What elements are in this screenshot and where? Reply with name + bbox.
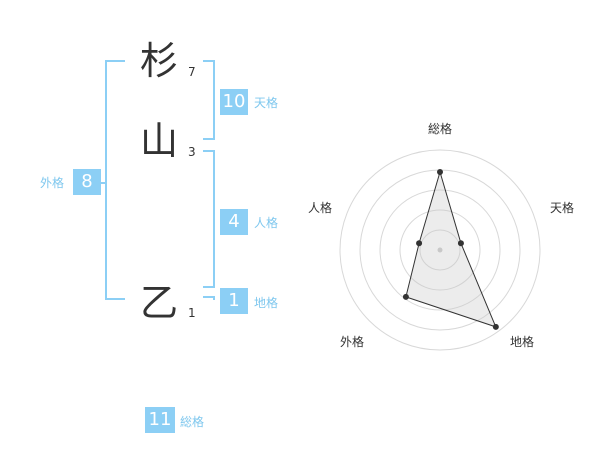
chikaku-label: 地格: [254, 296, 279, 310]
stroke-count-1: 7: [188, 65, 196, 79]
gaikaku-connector: [97, 182, 107, 184]
soukaku-label: 総格: [180, 415, 205, 429]
stroke-count-3: 1: [188, 306, 196, 320]
radar-axis-label-soukaku: 総格: [428, 122, 453, 136]
radar-ring-3: [379, 189, 501, 311]
jinkaku-label: 人格: [254, 216, 279, 230]
soukaku-value: 11: [145, 407, 175, 433]
radar-axis-label-tenkaku: 天格: [550, 201, 575, 215]
radar-ring-5: [339, 149, 541, 351]
name-char-3: 乙: [140, 281, 179, 325]
radar-axis-label-jinkaku: 人格: [308, 201, 333, 215]
radar-center-dot: [437, 247, 443, 253]
tenkaku-bracket: [203, 60, 215, 140]
radar-point-1: [457, 240, 464, 247]
chikaku-value: 1: [220, 288, 248, 314]
radar-value-polygon: [405, 170, 497, 328]
radar-point-2: [492, 323, 499, 330]
radar-ring-2: [399, 209, 481, 291]
gaikaku-value: 8: [73, 169, 101, 195]
radar-point-4: [416, 240, 423, 247]
name-char-2: 山: [140, 119, 179, 163]
gaikaku-bracket: [105, 60, 125, 300]
radar-axis-label-gaikaku: 外格: [340, 335, 365, 349]
name-char-1: 杉: [140, 39, 179, 83]
radar-ring-1: [419, 229, 461, 271]
gaikaku-label: 外格: [40, 176, 65, 190]
radar-point-0: [437, 169, 443, 175]
jinkaku-value: 4: [220, 209, 248, 235]
tenkaku-label: 天格: [254, 96, 279, 110]
chikaku-bracket: [203, 296, 215, 300]
tenkaku-value: 10: [220, 89, 248, 115]
stroke-count-2: 3: [188, 145, 196, 159]
jinkaku-bracket: [203, 150, 215, 288]
radar-point-3: [402, 293, 409, 300]
radar-axis-label-chikaku: 地格: [510, 335, 535, 349]
